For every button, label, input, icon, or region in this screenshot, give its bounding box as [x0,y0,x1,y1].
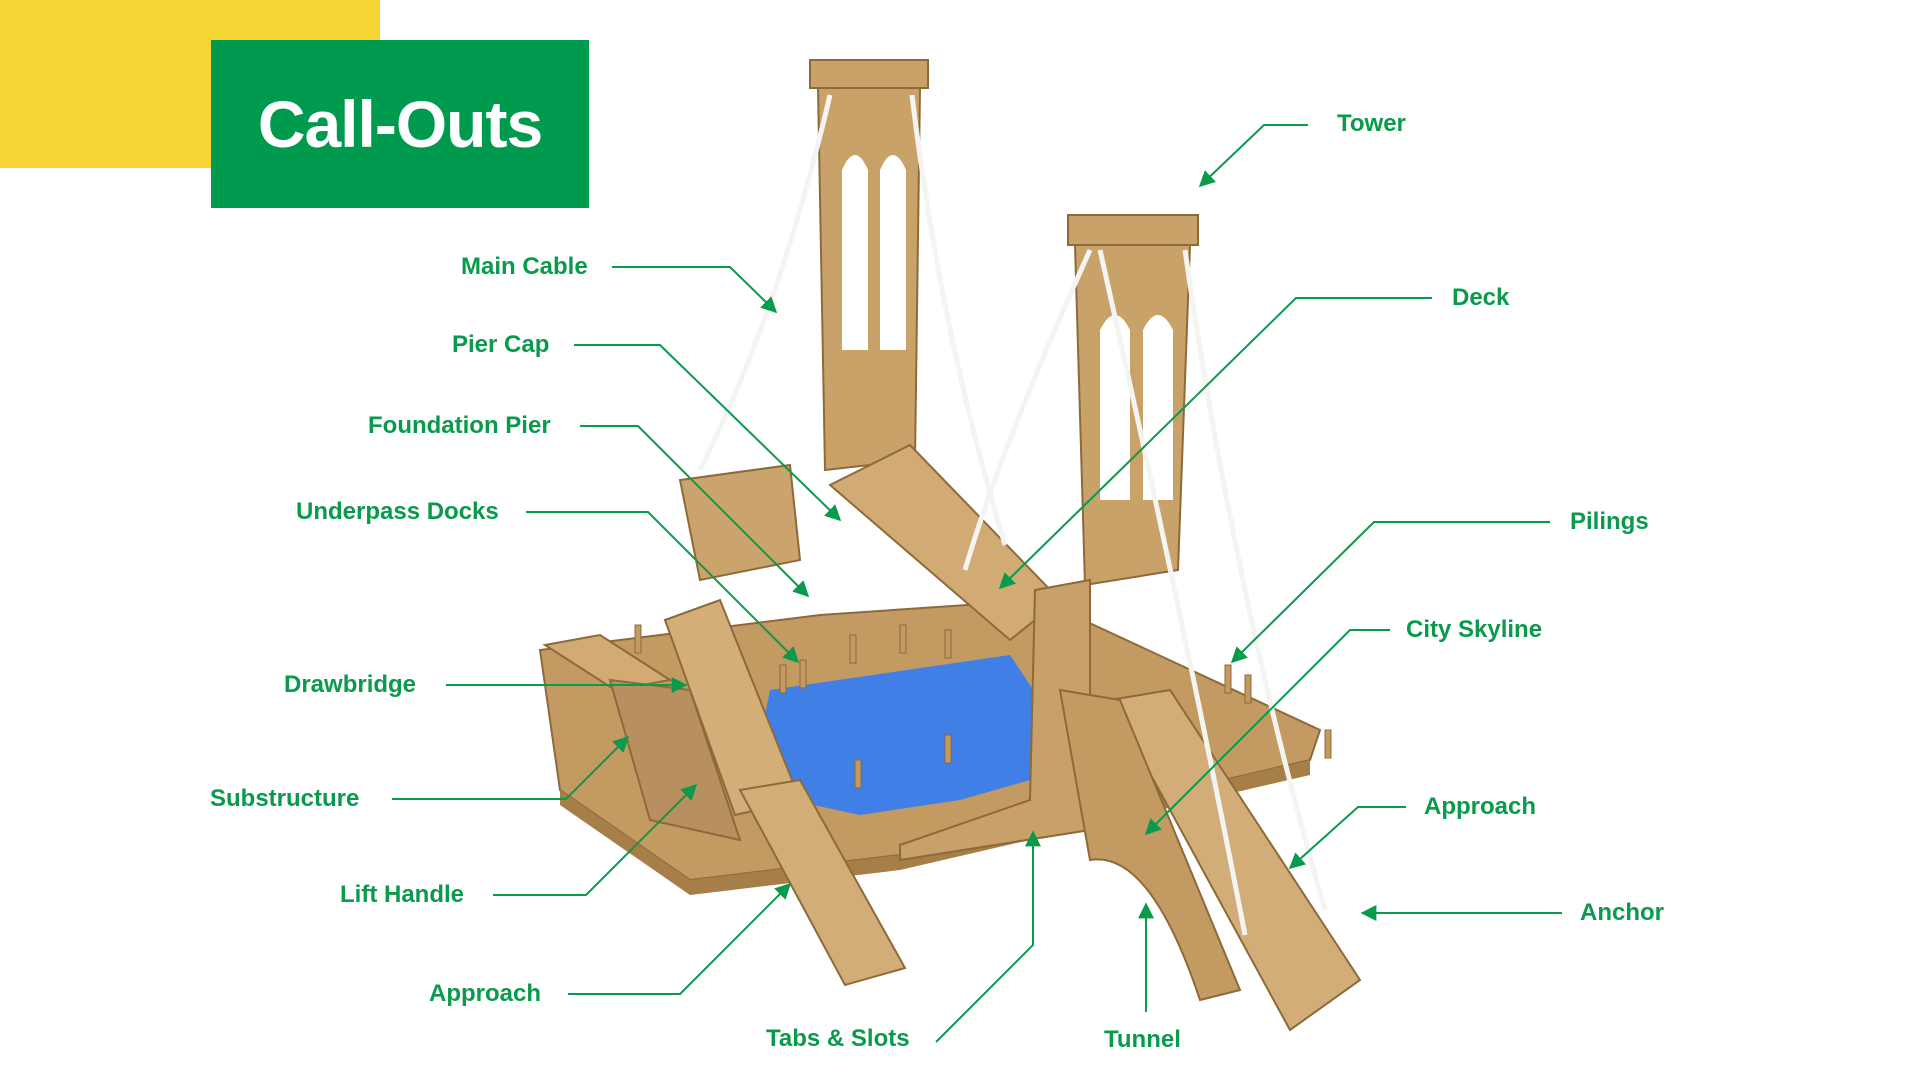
water [760,655,1040,815]
tower-front [1067,214,1199,587]
callout-tunnel: Tunnel [1104,1026,1181,1053]
left-outer-plank [542,633,673,692]
left-approach-ramp [738,778,907,987]
leader-lines [392,124,1562,1043]
callout-underpass-docks: Underpass Docks [296,498,499,525]
tower-back [809,59,929,472]
foundation-pier-wall [899,578,1091,862]
callout-approach-right: Approach [1424,793,1537,820]
callout-deck: Deck [1452,284,1510,311]
callout-main-cable: Main Cable [461,253,588,280]
left-deck-plate [678,463,802,582]
substructure-frame [608,678,742,842]
callout-tabs-slots: Tabs & Slots [766,1025,910,1052]
callout-drawbridge: Drawbridge [284,671,417,698]
callout-city-skyline: City Skyline [1406,616,1543,643]
callout-tower: Tower [1337,110,1406,137]
callout-substructure: Substructure [210,785,360,812]
tunnel-block [1058,688,1242,1002]
callout-approach-left: Approach [429,980,542,1007]
callout-foundation-pier: Foundation Pier [368,412,551,439]
main-cables [697,94,1328,936]
callout-anchor: Anchor [1580,899,1664,926]
callout-pier-cap: Pier Cap [452,331,550,358]
right-approach-ramp [1108,688,1362,1032]
page-title: Call-Outs [257,87,543,161]
callout-lift-handle: Lift Handle [340,881,464,908]
callout-pilings: Pilings [1570,508,1649,535]
pilings [634,624,1332,789]
title-banner: Call-Outs [211,40,589,208]
